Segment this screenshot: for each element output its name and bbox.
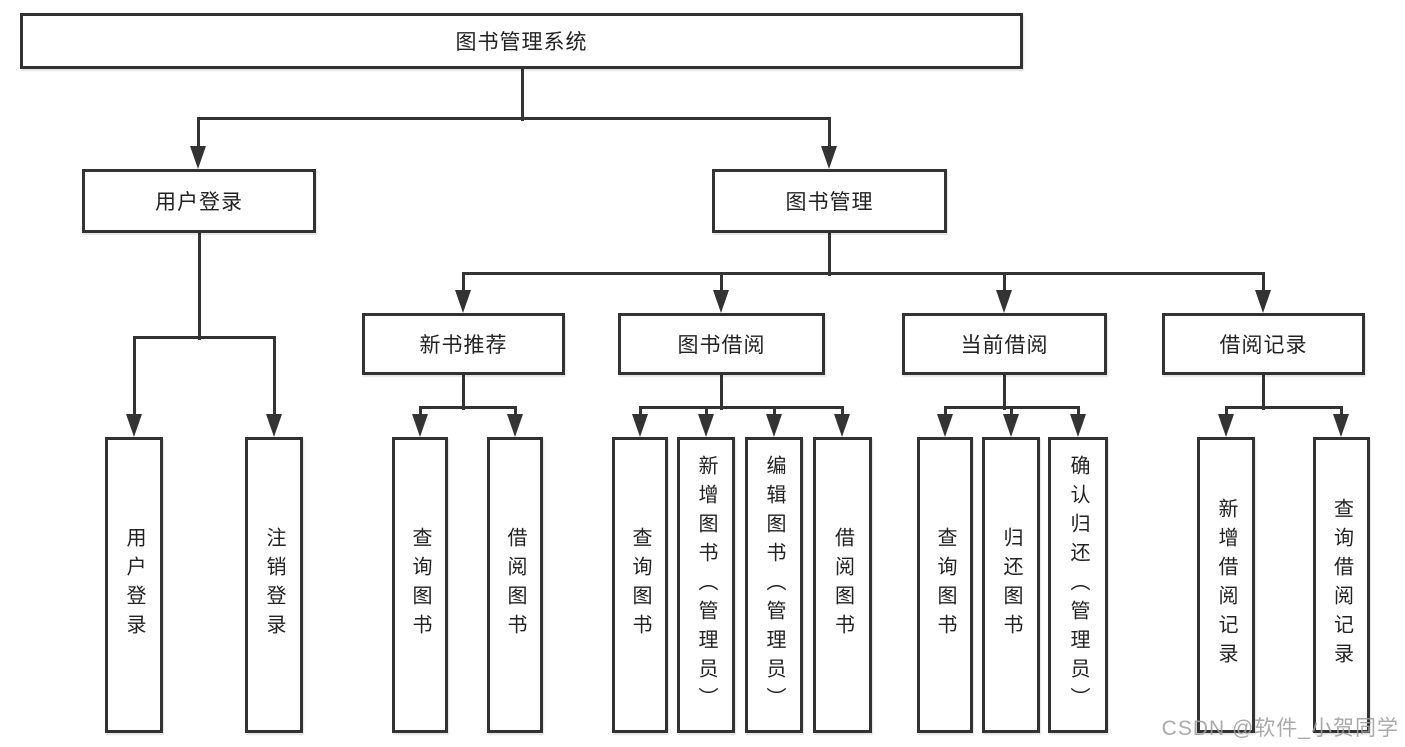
- connector-drop: [943, 407, 947, 416]
- connector-drop: [704, 407, 708, 416]
- leaf-query-borrow-record: 查询借阅记录: [1313, 437, 1370, 733]
- connector-stem: [520, 68, 524, 121]
- arrow-down-icon: [1218, 414, 1234, 437]
- node-book-borrowing: 图书借阅: [618, 313, 825, 375]
- node-label: 查询图书: [629, 527, 651, 643]
- connector-drop: [840, 407, 844, 416]
- arrow-down-icon: [507, 414, 523, 437]
- arrow-down-icon: [698, 414, 714, 437]
- connector-stem: [461, 375, 465, 410]
- connector-drop: [461, 273, 465, 292]
- connector-drop: [719, 273, 723, 292]
- connector-drop: [1224, 407, 1228, 416]
- leaf-add-book-admin: 新增图书（管理员）: [677, 437, 735, 733]
- arrow-down-icon: [1255, 290, 1271, 313]
- connector-bar: [638, 405, 844, 409]
- arrow-down-icon: [1333, 414, 1349, 437]
- leaf-edit-book-admin: 编辑图书（管理员）: [745, 437, 803, 733]
- arrow-down-icon: [937, 414, 953, 437]
- connector-drop: [1261, 273, 1265, 292]
- connector-drop: [1339, 407, 1343, 416]
- node-borrowing-records: 借阅记录: [1162, 313, 1365, 375]
- node-user-login: 用户登录: [82, 169, 316, 233]
- arrow-down-icon: [455, 290, 471, 313]
- arrow-down-icon: [996, 290, 1012, 313]
- node-current-borrowing: 当前借阅: [902, 313, 1107, 375]
- leaf-logout: 注销登录: [245, 437, 303, 733]
- node-label: 当前借阅: [960, 334, 1049, 357]
- node-label: 归还图书: [1000, 527, 1022, 643]
- connector-bar: [1224, 405, 1343, 409]
- node-label: 查询借阅记录: [1330, 498, 1353, 672]
- connector-drop: [772, 407, 776, 416]
- node-label: 新增图书（管理员）: [695, 454, 717, 716]
- arrow-down-icon: [834, 414, 850, 437]
- arrow-down-icon: [126, 414, 142, 437]
- leaf-return-books: 归还图书: [982, 437, 1040, 733]
- connector-bar: [196, 116, 831, 120]
- connector-drop: [513, 407, 517, 416]
- connector-drop: [1009, 407, 1013, 416]
- connector-drop: [132, 337, 136, 416]
- leaf-confirm-return-admin: 确认归还（管理员）: [1048, 437, 1108, 733]
- node-label: 查询图书: [409, 527, 431, 643]
- leaf-add-borrow-record: 新增借阅记录: [1197, 437, 1255, 733]
- leaf-borrow-books-recommend: 借阅图书: [487, 437, 543, 733]
- arrow-down-icon: [713, 290, 729, 313]
- node-label: 借阅记录: [1219, 334, 1308, 357]
- arrow-down-icon: [190, 146, 206, 169]
- connector-stem: [1261, 375, 1265, 410]
- leaf-query-books-recommend: 查询图书: [392, 437, 448, 733]
- node-book-management: 图书管理: [712, 169, 947, 233]
- connector-stem: [197, 233, 201, 340]
- node-label: 图书借阅: [677, 334, 766, 357]
- arrow-down-icon: [766, 414, 782, 437]
- csdn-watermark: CSDN @软件_小贺同学: [1161, 717, 1399, 740]
- connector-drop: [272, 337, 276, 416]
- connector-stem: [719, 375, 723, 410]
- node-label: 借阅图书: [831, 527, 854, 643]
- node-label: 注销登录: [263, 527, 285, 643]
- connector-bar: [461, 271, 1265, 275]
- node-label: 查询图书: [934, 527, 956, 643]
- connector-bar: [418, 405, 517, 409]
- connector-stem: [1002, 375, 1006, 410]
- arrow-down-icon: [1003, 414, 1019, 437]
- node-label: 确认归还（管理员）: [1067, 454, 1089, 716]
- connector-stem: [827, 233, 831, 276]
- arrow-down-icon: [821, 146, 837, 169]
- node-label: 用户登录: [123, 527, 145, 643]
- connector-drop: [827, 118, 831, 148]
- connector-bar: [132, 335, 276, 339]
- node-label: 借阅图书: [504, 527, 526, 643]
- connector-drop: [196, 118, 200, 148]
- node-label: 用户登录: [155, 191, 243, 214]
- arrow-down-icon: [412, 414, 428, 437]
- connector-drop: [1076, 407, 1080, 416]
- arrow-down-icon: [266, 414, 282, 437]
- node-new-book-recommend: 新书推荐: [362, 313, 565, 375]
- node-label: 图书管理: [785, 191, 874, 214]
- leaf-user-login: 用户登录: [105, 437, 163, 733]
- node-label: 新增借阅记录: [1215, 498, 1237, 672]
- connector-drop: [638, 407, 642, 416]
- connector-drop: [418, 407, 422, 416]
- leaf-borrow-books: 借阅图书: [813, 437, 872, 733]
- node-library-management-system: 图书管理系统: [20, 13, 1023, 69]
- arrow-down-icon: [1070, 414, 1086, 437]
- node-label: 图书管理系统: [455, 31, 588, 54]
- node-label: 新书推荐: [419, 334, 508, 357]
- node-label: 编辑图书（管理员）: [763, 454, 785, 716]
- arrow-down-icon: [632, 414, 648, 437]
- leaf-query-books-borrow: 查询图书: [612, 437, 668, 733]
- connector-drop: [1002, 273, 1006, 292]
- leaf-query-books-current: 查询图书: [917, 437, 973, 733]
